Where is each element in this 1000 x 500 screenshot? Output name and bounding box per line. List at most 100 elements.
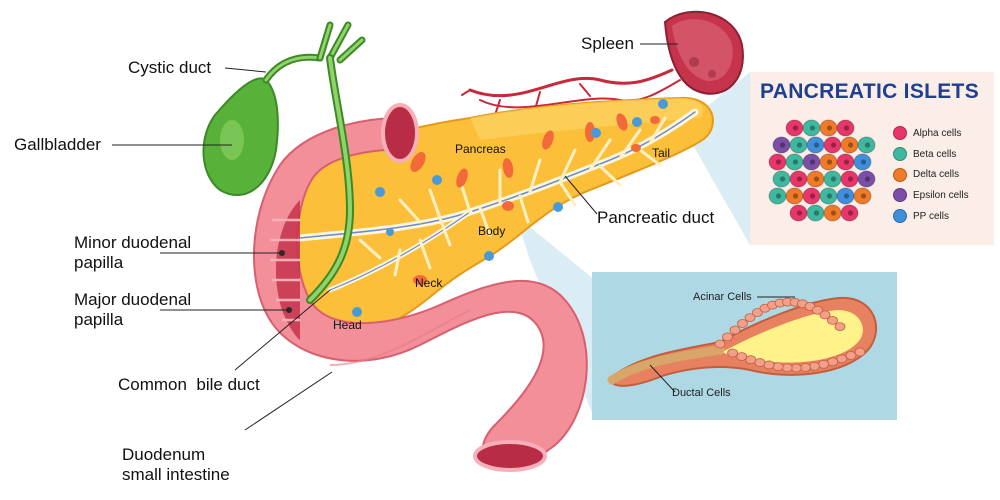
islet-cell-nucleus bbox=[830, 176, 837, 182]
acinar-cell bbox=[790, 363, 802, 373]
minor-papilla-label: Minor duodenal papilla bbox=[74, 233, 191, 274]
legend-item: Delta cells bbox=[893, 164, 969, 185]
acinar-cell bbox=[781, 363, 793, 373]
gallbladder-label: Gallbladder bbox=[14, 135, 101, 154]
spleen bbox=[663, 10, 744, 95]
acinar-cell bbox=[845, 351, 857, 360]
legend-swatch bbox=[893, 126, 907, 141]
legend-item: Beta cells bbox=[893, 144, 969, 165]
acinar-cell bbox=[722, 332, 733, 342]
legend-item: Alpha cells bbox=[893, 123, 969, 144]
islet-cell-nucleus bbox=[779, 176, 786, 182]
islet-cell bbox=[853, 187, 872, 205]
major-papilla-label: Major duodenal papilla bbox=[74, 290, 191, 331]
pancreatic-duct-label: Pancreatic duct bbox=[597, 208, 715, 227]
acinar-cell bbox=[827, 315, 838, 325]
spleen-label: Spleen bbox=[581, 34, 634, 53]
acinar-cell bbox=[836, 354, 848, 364]
islet-cell-nucleus bbox=[809, 193, 816, 199]
islet-cell-nucleus bbox=[813, 142, 820, 148]
acinar-cell bbox=[744, 313, 756, 323]
islet-cell-nucleus bbox=[792, 193, 799, 199]
islet-cell-nucleus bbox=[826, 159, 833, 165]
legend-label: Delta cells bbox=[913, 169, 960, 181]
legend-label: PP cells bbox=[913, 210, 949, 222]
acinar-cell bbox=[800, 363, 811, 372]
islet-cell-nucleus bbox=[809, 125, 816, 131]
islet-cell-nucleus bbox=[830, 142, 837, 148]
islet-cell-nucleus bbox=[813, 210, 820, 216]
islet-cell-cluster bbox=[768, 119, 876, 222]
pancreas-blue-spots bbox=[352, 99, 668, 317]
gallbladder bbox=[202, 77, 279, 196]
bile-ducts bbox=[262, 21, 366, 304]
islet-cell-nucleus bbox=[860, 159, 867, 165]
islet-cell bbox=[853, 153, 872, 171]
acinar-cell bbox=[714, 339, 726, 349]
islet-cell-nucleus bbox=[826, 125, 833, 131]
duodenum-label-line2: small intestine bbox=[122, 465, 230, 485]
duodenum-label-line1: Duodenum bbox=[122, 445, 206, 464]
legend-swatch bbox=[893, 167, 907, 182]
legend-swatch bbox=[893, 188, 907, 203]
acinar-cell bbox=[818, 359, 829, 369]
acinar-cell bbox=[727, 348, 738, 358]
islet-cell-nucleus bbox=[847, 210, 854, 216]
common-bile-duct-label: Common bile duct bbox=[118, 375, 260, 394]
head-label: Head bbox=[333, 318, 362, 332]
acinus-illustration bbox=[607, 296, 878, 387]
pancreatic-duct bbox=[296, 108, 699, 293]
tail-label: Tail bbox=[652, 146, 671, 160]
acinar-cell bbox=[754, 358, 766, 367]
islet-cell-nucleus bbox=[847, 142, 854, 148]
legend-label: Alpha cells bbox=[913, 127, 962, 139]
acinar-cell bbox=[772, 362, 784, 372]
acinar-cell bbox=[812, 305, 823, 315]
legend-item: Epsilon cells bbox=[893, 185, 969, 206]
islet-cell-nucleus bbox=[775, 193, 782, 199]
legend-label: Beta cells bbox=[913, 148, 957, 160]
islet-cell bbox=[840, 204, 859, 222]
acinar-cell bbox=[819, 310, 831, 320]
islet-cell bbox=[857, 170, 876, 188]
acinar-cell bbox=[752, 308, 763, 317]
acinar-cell bbox=[729, 325, 741, 335]
acinar-cell bbox=[763, 360, 775, 370]
islet-cell bbox=[836, 119, 855, 137]
legend-swatch bbox=[893, 147, 907, 162]
islet-cell-nucleus bbox=[796, 176, 803, 182]
islet-cell-nucleus bbox=[843, 125, 850, 131]
neck-label: Neck bbox=[415, 276, 443, 290]
islet-cell bbox=[857, 136, 876, 154]
acinar-cells-label: Acinar Cells bbox=[693, 291, 752, 303]
islet-cell-nucleus bbox=[792, 125, 799, 131]
islet-cell-nucleus bbox=[809, 159, 816, 165]
major-papilla-label-line2: papilla bbox=[74, 310, 124, 330]
islet-cell-nucleus bbox=[860, 193, 867, 199]
islet-cell-nucleus bbox=[864, 176, 871, 182]
islet-cell-nucleus bbox=[796, 210, 803, 216]
body-label: Body bbox=[478, 224, 506, 238]
islet-cell-nucleus bbox=[775, 159, 782, 165]
islets-title: PANCREATIC ISLETS bbox=[760, 80, 979, 103]
acinar-cell bbox=[834, 322, 846, 331]
ductal-cells-label: Ductal Cells bbox=[672, 387, 731, 399]
islet-cell-nucleus bbox=[843, 159, 850, 165]
major-papilla-label-line1: Major duodenal bbox=[74, 290, 192, 309]
islet-cell-nucleus bbox=[813, 176, 820, 182]
islet-cell-nucleus bbox=[864, 142, 871, 148]
acinar-cell bbox=[827, 357, 839, 367]
minor-papilla-label-line2: papilla bbox=[74, 253, 124, 273]
legend-swatch bbox=[893, 209, 907, 224]
islet-cell-nucleus bbox=[830, 210, 837, 216]
legend-item: PP cells bbox=[893, 206, 969, 227]
islet-cell-nucleus bbox=[779, 142, 786, 148]
leader-lines bbox=[112, 43, 795, 431]
acinar-cell bbox=[736, 352, 748, 361]
islet-cell-nucleus bbox=[843, 193, 850, 199]
islet-cell-nucleus bbox=[796, 142, 803, 148]
cystic-duct-label: Cystic duct bbox=[128, 58, 212, 77]
